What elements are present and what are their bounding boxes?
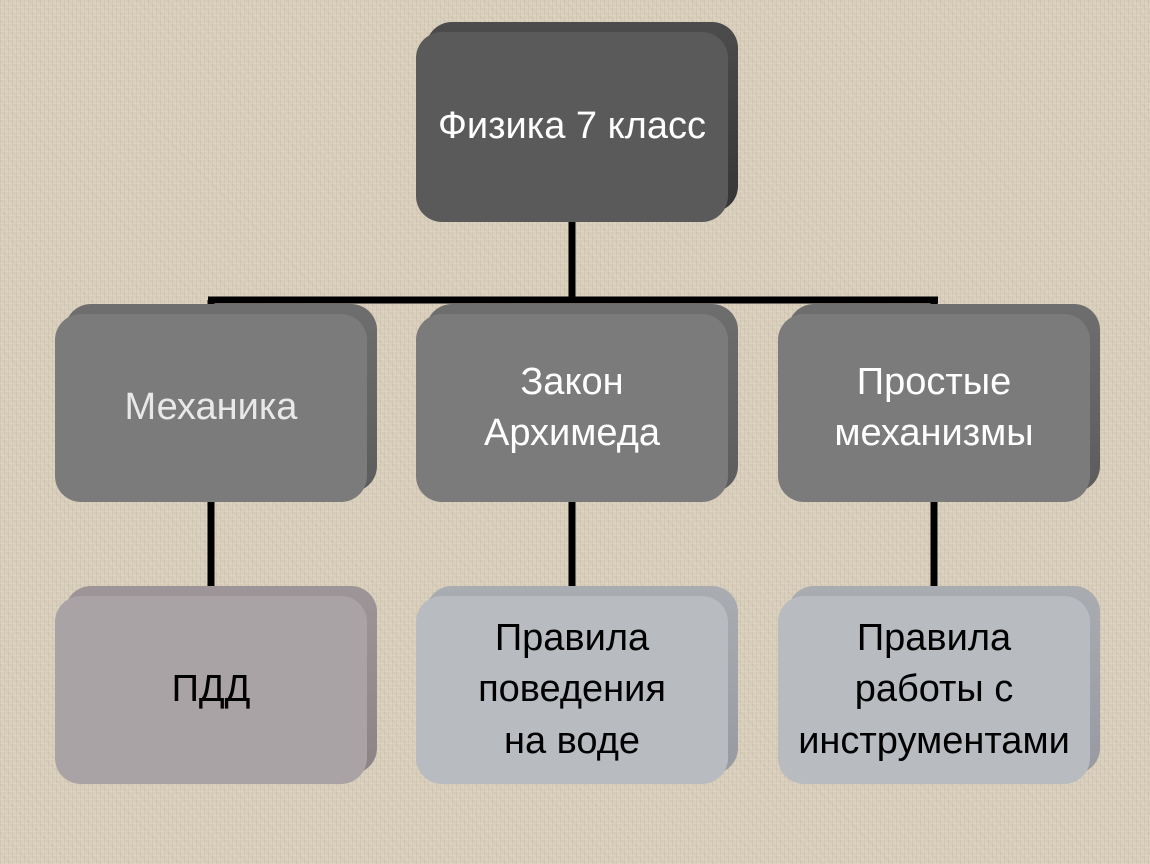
node-label: Механика bbox=[55, 314, 367, 502]
node-physics-7: Физика 7 класс bbox=[416, 22, 738, 222]
node-label: Простые механизмы bbox=[778, 314, 1090, 502]
node-archimedes-law: Закон Архимеда bbox=[416, 304, 738, 502]
node-mechanics: Механика bbox=[55, 304, 377, 502]
node-label: Закон Архимеда bbox=[416, 314, 728, 502]
node-traffic-rules: ПДД bbox=[55, 586, 377, 784]
node-water-safety-rules: Правила поведения на воде bbox=[416, 586, 738, 784]
node-label: Правила работы с инструментами bbox=[778, 596, 1090, 784]
node-tool-safety-rules: Правила работы с инструментами bbox=[778, 586, 1100, 784]
node-label: Правила поведения на воде bbox=[416, 596, 728, 784]
node-label: ПДД bbox=[55, 596, 367, 784]
node-simple-machines: Простые механизмы bbox=[778, 304, 1100, 502]
node-label: Физика 7 класс bbox=[416, 32, 728, 222]
